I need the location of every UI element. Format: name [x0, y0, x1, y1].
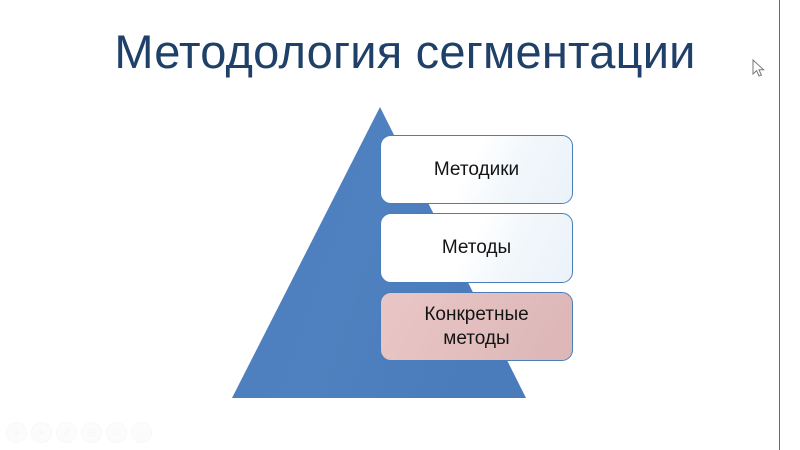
slide-overview-button[interactable] — [81, 422, 102, 443]
pyramid-level-concrete-methods-label: Конкретные методы — [424, 303, 528, 351]
pyramid-level-methodics-label: Методики — [433, 158, 520, 180]
pen-tool-button[interactable] — [56, 422, 77, 443]
concrete-label-line-2: методы — [443, 327, 510, 349]
mouse-pointer — [752, 58, 766, 79]
window-right-border — [779, 0, 780, 450]
pyramid-level-methodics[interactable]: Методики — [380, 135, 573, 204]
grid-icon — [87, 428, 96, 437]
presentation-controls-bar — [6, 422, 152, 443]
more-options-button[interactable] — [131, 422, 152, 443]
pyramid-level-methods[interactable]: Методы — [380, 213, 573, 283]
page-title: Методология сегментации — [114, 25, 696, 78]
zoom-button[interactable] — [106, 422, 127, 443]
previous-slide-button[interactable] — [6, 422, 27, 443]
next-slide-button[interactable] — [31, 422, 52, 443]
ellipsis-icon — [138, 431, 145, 434]
right-arrow-icon — [40, 430, 44, 435]
magnifier-icon — [112, 428, 121, 437]
cursor-arrow-icon — [752, 58, 765, 77]
concrete-label-line-1: Конкретные — [424, 303, 529, 325]
left-arrow-icon — [14, 430, 18, 435]
pyramid-level-concrete-methods[interactable]: Конкретные методы — [380, 292, 573, 361]
pen-icon — [63, 429, 70, 436]
window-gutter — [780, 0, 800, 450]
pyramid-level-methods-label: Методы — [441, 237, 512, 258]
